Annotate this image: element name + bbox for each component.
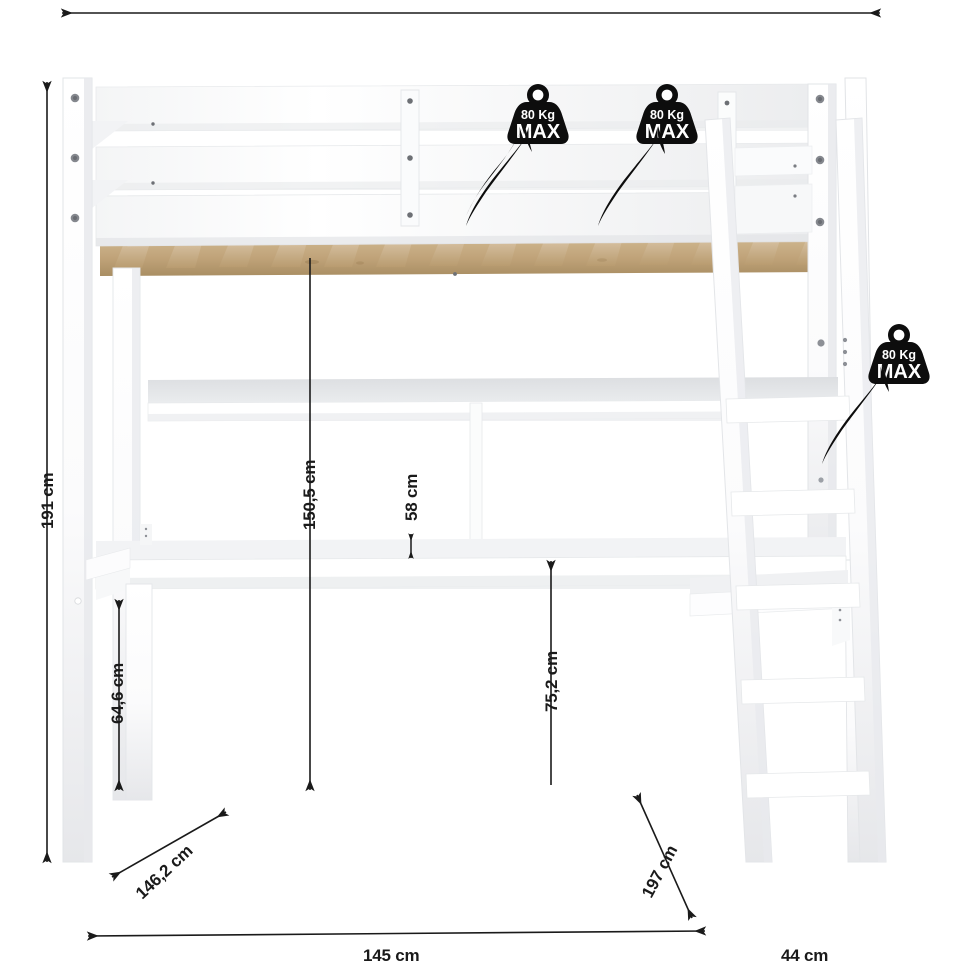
load-badge-max-text: MAX [645, 121, 690, 143]
weight-icon [636, 84, 698, 144]
rear-diagonal-braces [88, 121, 128, 208]
dimension-label-desk-height: 75,2 cm [542, 651, 561, 712]
dimension-label-overall-height: 191 cm [38, 472, 57, 529]
dimension-label-desk-clearance-height: 64,6 cm [108, 663, 127, 724]
load-badge-weight-text: 80 Kg [650, 108, 684, 122]
load-badge-weight-text: 80 Kg [521, 108, 555, 122]
mattress-base-slats [100, 240, 828, 276]
desk-rear-left-leg [125, 583, 153, 801]
center-rail-post [400, 89, 420, 227]
weight-icon [507, 84, 569, 144]
load-badge-max-text: MAX [877, 361, 922, 383]
upper-shelf [147, 377, 839, 422]
left-front-post [62, 77, 93, 863]
dimension-lines [42, 8, 882, 941]
ladder-rungs [725, 395, 871, 799]
load-badge-weight-text: 80 Kg [882, 348, 916, 362]
end-safety-rail-boards [734, 145, 813, 235]
desk-top [85, 537, 847, 600]
furniture-group [62, 77, 887, 863]
dimension-label-shelf-gap-height: 58 cm [402, 473, 421, 521]
ladder [704, 117, 887, 863]
load-badge-right-pointer [598, 126, 665, 226]
shelf-divider-panel [469, 402, 483, 546]
load-badge-right-rail: 80 Kg MAX [624, 80, 710, 150]
dimension-label-bed-width: 145 cm [363, 946, 420, 965]
load-badge-ladder-pointer [822, 364, 889, 464]
right-front-post [807, 83, 837, 601]
dimension-label-ladder-width: 44 cm [781, 946, 829, 965]
bed-front-rail [95, 191, 837, 276]
dimline-ladder-depth [632, 791, 697, 922]
dimension-label-under-bed-clearance: 150,5 cm [300, 459, 319, 530]
shelf-left-bracket [140, 524, 152, 545]
load-badge-left-pointer [466, 124, 532, 226]
dimline-bed-width [86, 926, 707, 941]
dimline-bed-depth [108, 807, 230, 882]
